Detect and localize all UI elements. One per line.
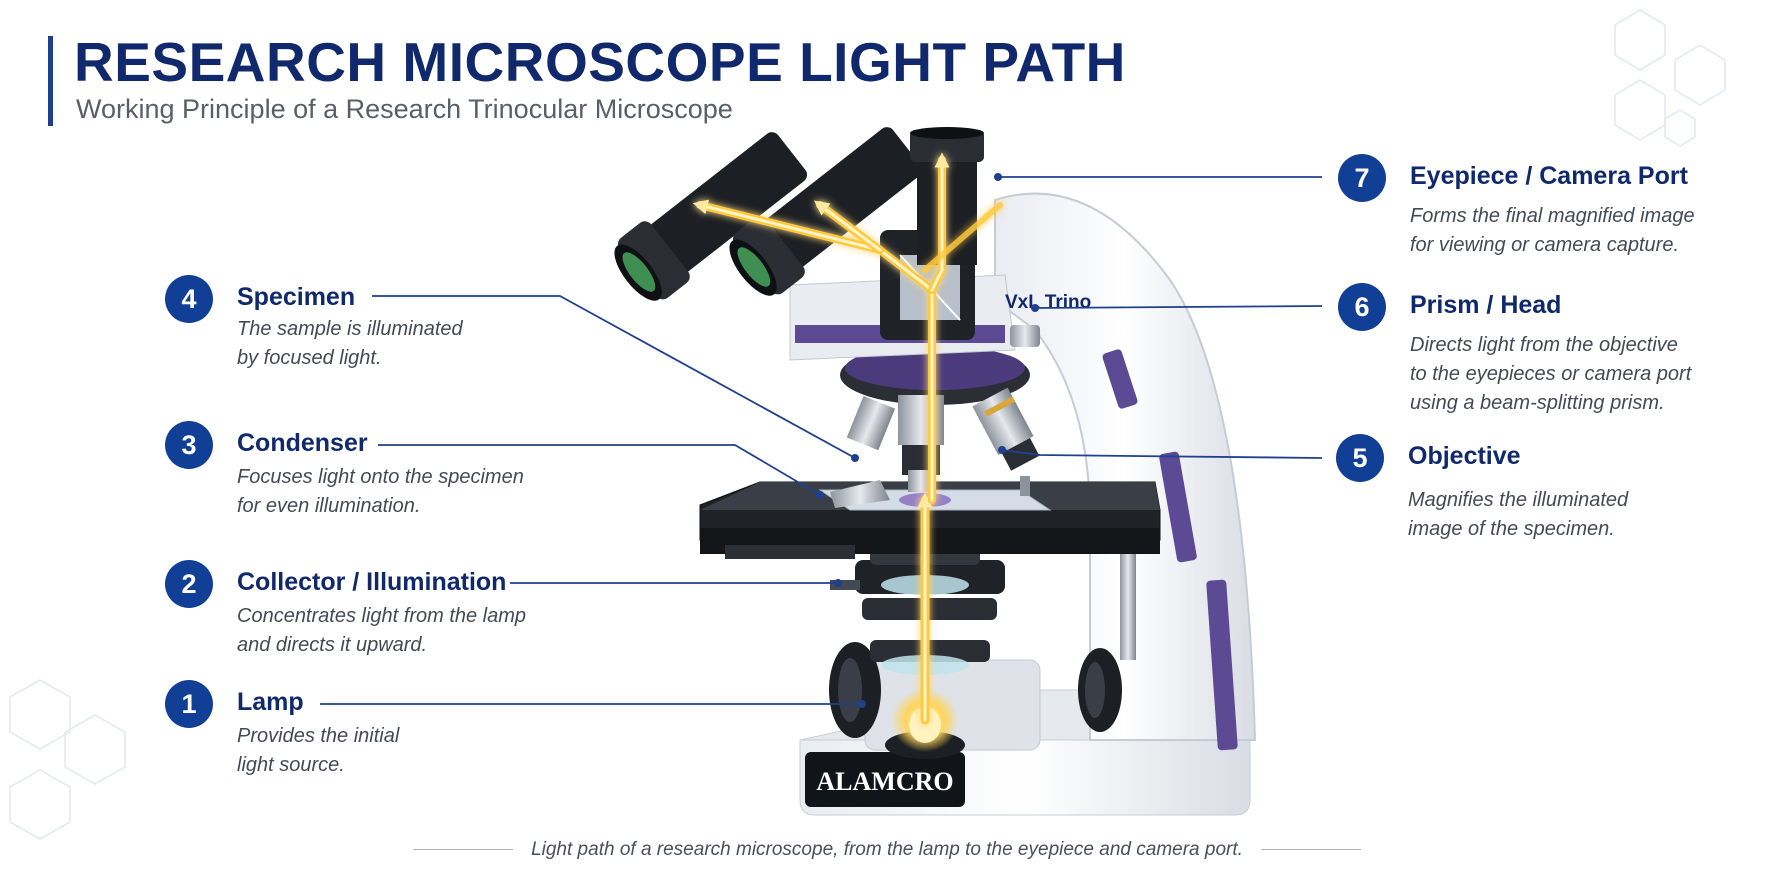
microscope-arm	[994, 192, 1257, 751]
microscope-stage	[699, 476, 1161, 559]
callout-description: The sample is illuminated by focused lig…	[237, 318, 463, 369]
binocular-eyepieces	[614, 127, 923, 301]
step-badge: 7	[1338, 154, 1386, 202]
caption-rule-left	[413, 849, 514, 851]
callout-title: Specimen	[237, 283, 356, 311]
callout-description: Concentrates light from the lamp and dir…	[237, 605, 527, 656]
callout-description: Provides the initial light source.	[237, 725, 400, 776]
step-badge: 5	[1336, 434, 1384, 482]
callout-description: Magnifies the illuminated image of the s…	[1408, 489, 1629, 540]
callout-description: Forms the final magnified image for view…	[1410, 205, 1695, 256]
step-badge: 1	[165, 680, 213, 728]
callout-title: Eyepiece / Camera Port	[1410, 162, 1688, 190]
callout-description: Directs light from the objective to the …	[1410, 334, 1692, 414]
step-badge: 4	[165, 275, 213, 323]
step-badge: 6	[1338, 283, 1386, 331]
hexagon-decoration	[9, 9, 1726, 840]
page-title: RESEARCH MICROSCOPE LIGHT PATH	[74, 31, 1126, 93]
brand-label: ALAMCRO	[816, 767, 953, 796]
leader-dots	[816, 173, 1039, 708]
callout-title: Lamp	[237, 688, 304, 716]
callout-title: Collector / Illumination	[237, 568, 507, 596]
nosepiece-objectives	[840, 345, 1040, 492]
camera-port	[910, 127, 984, 265]
light-path	[692, 152, 1003, 725]
step-badge: 3	[165, 421, 213, 469]
figure-caption: Light path of a research microscope, fro…	[0, 839, 1774, 861]
callout-title: Prism / Head	[1410, 291, 1562, 319]
callout-title: Condenser	[237, 429, 368, 457]
leader-lines	[320, 176, 1323, 705]
lamp-housing	[829, 642, 1041, 759]
callout-description: Focuses light onto the specimen for even…	[237, 466, 524, 517]
caption-rule-right	[1260, 849, 1361, 851]
page-subtitle: Working Principle of a Research Trinocul…	[76, 94, 733, 124]
title-accent-bar	[48, 36, 53, 126]
caption-text: Light path of a research microscope, fro…	[531, 839, 1243, 860]
model-label: VxL Trino	[1005, 292, 1091, 313]
callout-title: Objective	[1408, 442, 1521, 470]
step-badge: 2	[165, 560, 213, 608]
